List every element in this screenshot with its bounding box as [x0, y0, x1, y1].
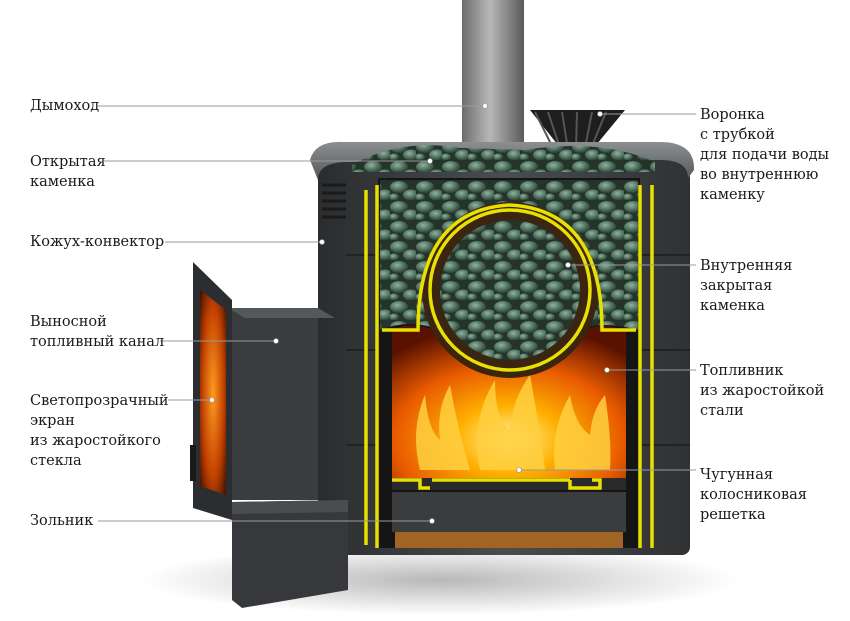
remote-fuel-channel [190, 262, 348, 608]
label-open-heater: Открытая каменка [30, 154, 106, 190]
marker-dots [209, 103, 610, 524]
label-firebox: Топливник из жаростойкой стали [700, 363, 825, 419]
label-convector-casing: Кожух-конвектор [30, 234, 165, 250]
leader-lines [98, 105, 696, 522]
glass-screen [200, 290, 226, 495]
ash-pan-chamber [392, 492, 626, 532]
cutaway-interior [378, 178, 640, 548]
label-funnel: Воронка с трубкой для подачи воды во вну… [700, 107, 830, 203]
floor-shadow [140, 545, 740, 615]
vent-slats [322, 183, 346, 219]
yellow-highlight-outlines [364, 185, 654, 548]
ash-pan-drawer [232, 500, 348, 608]
label-ash-pan: Зольник [30, 513, 94, 529]
chimney-pipe [462, 0, 524, 168]
open-stone-pile [352, 145, 655, 172]
label-inner-closed-heater: Внутренняя закрытая каменка [700, 258, 793, 314]
label-remote-fuel-channel: Выносной топливный канал [30, 314, 165, 350]
label-glass-screen: Светопрозрачный экран из жаростойкого ст… [30, 393, 169, 469]
label-cast-iron-grate: Чугунная колосниковая решетка [700, 467, 807, 523]
label-chimney: Дымоход [30, 98, 100, 114]
